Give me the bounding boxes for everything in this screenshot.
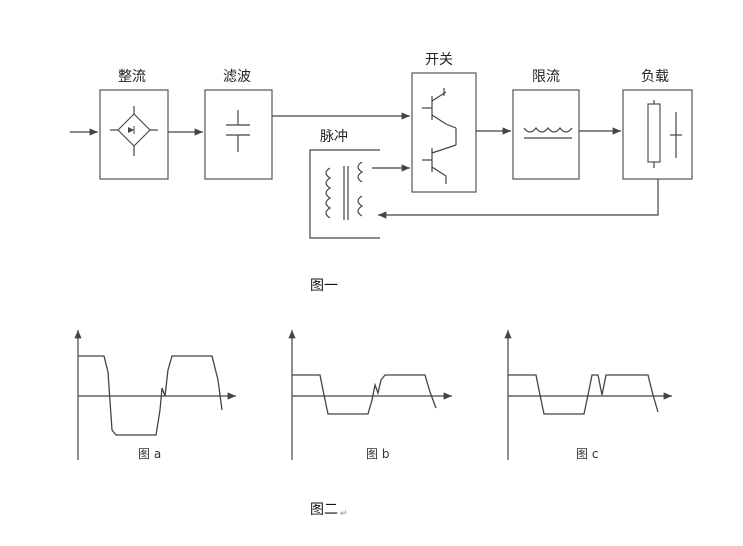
inductor-icon [523,127,573,139]
filter-block [204,89,273,180]
rectifier-block [99,89,169,180]
panel-c-label: 图 c [576,447,598,461]
figure2-caption: 图二 [310,502,338,518]
waveform-panel-b: 图 b [288,330,452,461]
waveform-panel-a: 图 a [74,330,236,461]
load-label: 负载 [641,69,669,85]
rectifier-label: 整流 [118,69,146,85]
transistor-icon [422,88,457,184]
filter-label: 滤波 [223,69,251,85]
figure-1: 整流 滤波 开关 限流 负载 脉冲 [70,52,693,294]
switch-label: 开关 [425,52,453,68]
panel-a-label: 图 a [138,447,161,461]
paragraph-mark-icon: ↵ [340,509,348,519]
capacitor-icon [226,110,250,152]
panel-b-label: 图 b [366,447,389,461]
pulse-label: 脉冲 [320,129,348,145]
waveform-panel-c: 图 c [504,330,672,461]
limit-label: 限流 [532,69,560,85]
pulse-block [309,149,380,239]
lamp-icon [647,100,682,168]
figure1-caption: 图一 [310,278,338,294]
feedback-arrow-icon [378,179,659,219]
figure-2: 图 a 图 b 图 c 图二 ↵ [74,330,672,519]
limit-block [512,89,580,180]
diode-bridge-icon [110,106,158,156]
transformer-icon [325,161,364,220]
